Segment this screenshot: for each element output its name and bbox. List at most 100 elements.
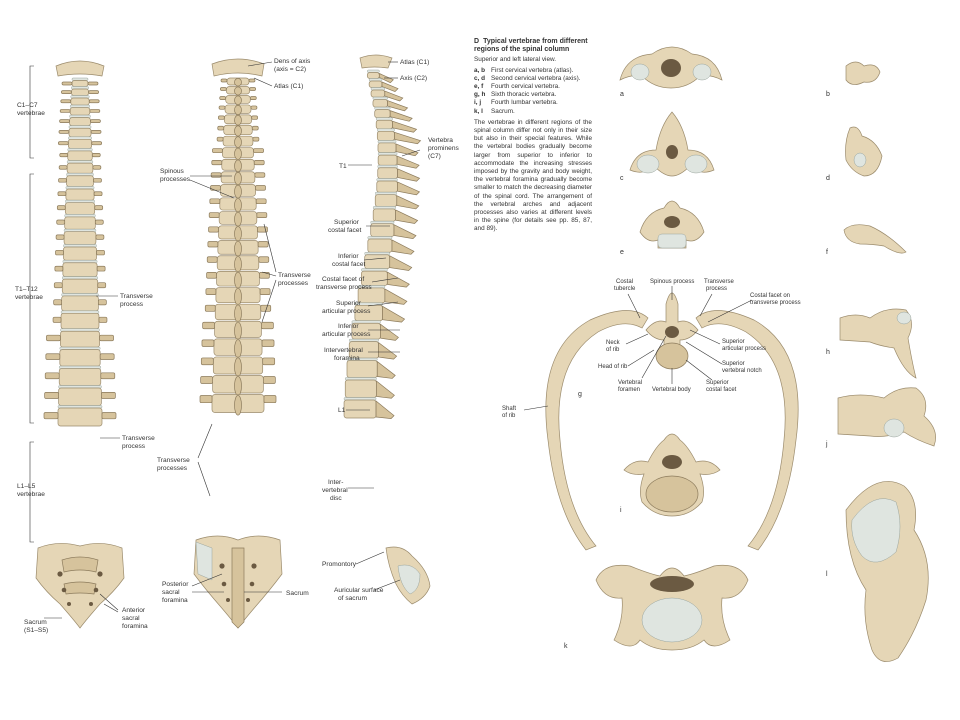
svg-text:b: b: [826, 91, 830, 98]
label-inferior-articular-process: Inferior articular process: [322, 323, 400, 338]
svg-text:Superior: Superior: [722, 339, 745, 345]
lumbar-region-label: L1–L5 vertebrae: [17, 483, 45, 498]
intervertebral-disc: [70, 95, 90, 99]
intervertebral-disc: [361, 268, 388, 272]
figure-i-lumbar-superior: i: [620, 433, 721, 517]
transverse-process: [255, 185, 266, 191]
transverse-process: [249, 87, 257, 91]
svg-text:Shaft: Shaft: [502, 406, 516, 412]
spinous-process: [392, 120, 418, 133]
vertebral-body: [58, 387, 102, 406]
transverse-process: [94, 205, 104, 211]
transverse-process: [88, 99, 100, 104]
svg-text:vertebrae: vertebrae: [15, 294, 43, 301]
vertebral-body: [343, 399, 377, 419]
label-vertebral-body: Vertebral body: [652, 368, 691, 393]
transverse-process: [61, 90, 72, 94]
transverse-process: [257, 241, 269, 248]
transverse-process: [262, 357, 276, 366]
vertebral-body: [366, 72, 380, 79]
svg-text:Transverse: Transverse: [704, 279, 734, 285]
svg-text:Anterior: Anterior: [122, 607, 146, 614]
svg-text:(S1–S5): (S1–S5): [24, 627, 48, 634]
lateral-sacrum: [385, 546, 431, 605]
spinous-process: [234, 171, 242, 186]
svg-text:vertebral: vertebral: [322, 487, 348, 494]
cervical-region-label: C1–C7 vertebrae: [17, 102, 45, 117]
vertebral-body: [68, 127, 92, 138]
svg-text:Promontory: Promontory: [322, 561, 357, 568]
legend-item-text: Sacrum.: [491, 107, 515, 115]
transverse-process: [44, 392, 59, 399]
figure-d-axis-lateral: d: [826, 126, 883, 182]
vertebral-body: [64, 216, 96, 230]
intervertebral-disc: [66, 160, 94, 164]
legend-item-text: Second cervical vertebra (axis).: [491, 74, 581, 82]
svg-text:Intervertebral: Intervertebral: [324, 347, 363, 354]
vertebral-body: [344, 379, 377, 398]
label-neck-of-rib: Neck of rib: [606, 333, 649, 353]
transverse-process: [57, 141, 69, 146]
svg-text:disc: disc: [330, 495, 342, 502]
legend-item-text: Fourth cervical vertebra.: [491, 83, 560, 91]
posterior-atlas: [211, 58, 265, 77]
transverse-process: [101, 392, 116, 399]
svg-text:e: e: [620, 249, 624, 256]
transverse-process: [53, 282, 63, 289]
spinous-process: [389, 110, 413, 122]
intervertebral-disc: [61, 293, 99, 297]
svg-text:sacral: sacral: [162, 589, 180, 596]
svg-text:Neck: Neck: [606, 340, 621, 346]
label-lateral-atlas: Atlas (C1): [388, 59, 429, 66]
transverse-process: [97, 299, 107, 306]
lateral-view: Atlas (C1) Axis (C2) Vertebra prominens …: [316, 54, 459, 605]
label-superior-costal-facet-g: Superior costal facet: [685, 359, 737, 393]
spinous-process: [375, 400, 395, 419]
intervertebral-disc: [343, 397, 377, 401]
vertebral-body: [377, 142, 397, 153]
svg-text:T1–T12: T1–T12: [15, 286, 38, 293]
spinous-process: [395, 143, 419, 157]
svg-text:Costal: Costal: [616, 279, 633, 285]
svg-text:Transverse: Transverse: [278, 272, 311, 279]
intervertebral-disc: [65, 199, 95, 203]
transverse-process: [96, 265, 106, 272]
svg-text:k: k: [564, 643, 568, 650]
svg-text:costal facet: costal facet: [328, 227, 362, 234]
spinous-process: [389, 255, 413, 271]
label-lateral-axis: Axis (C2): [384, 75, 427, 82]
svg-text:articular process: articular process: [722, 346, 766, 352]
transverse-process: [258, 256, 270, 263]
spinous-process: [234, 211, 242, 227]
transverse-process: [92, 165, 102, 170]
intervertebral-disc: [57, 405, 103, 409]
transverse-process: [61, 81, 73, 86]
svg-text:Inter-: Inter-: [328, 479, 343, 486]
svg-text:transverse process: transverse process: [316, 284, 372, 291]
transverse-process: [207, 241, 219, 248]
spinous-process: [386, 271, 410, 288]
transverse-process: [93, 178, 102, 183]
spinous-process: [234, 136, 242, 148]
label-intervertebral-disc: Inter- vertebral disc: [322, 479, 374, 502]
transverse-process: [262, 376, 276, 384]
transverse-process: [58, 178, 67, 183]
transverse-process: [217, 125, 225, 131]
spinous-process: [391, 239, 415, 255]
svg-text:tubercle: tubercle: [614, 286, 636, 292]
intervertebral-disc: [372, 206, 396, 210]
transverse-process: [219, 87, 227, 91]
label-anterior-sacral-foramina: Anterior sacral foramina: [99, 593, 148, 630]
svg-text:of sacrum: of sacrum: [338, 595, 367, 602]
posterior-view: Dens of axis (axis = C2) Atlas (C1) Spin…: [157, 58, 311, 629]
spinous-process: [234, 105, 242, 115]
svg-text:Vertebral body: Vertebral body: [652, 387, 691, 393]
svg-text:Sacrum: Sacrum: [286, 590, 309, 597]
lateral-atlas: [359, 54, 393, 69]
svg-text:a: a: [620, 91, 624, 98]
transverse-process: [90, 119, 101, 124]
svg-text:Superior: Superior: [336, 300, 362, 307]
transverse-process: [218, 115, 225, 120]
